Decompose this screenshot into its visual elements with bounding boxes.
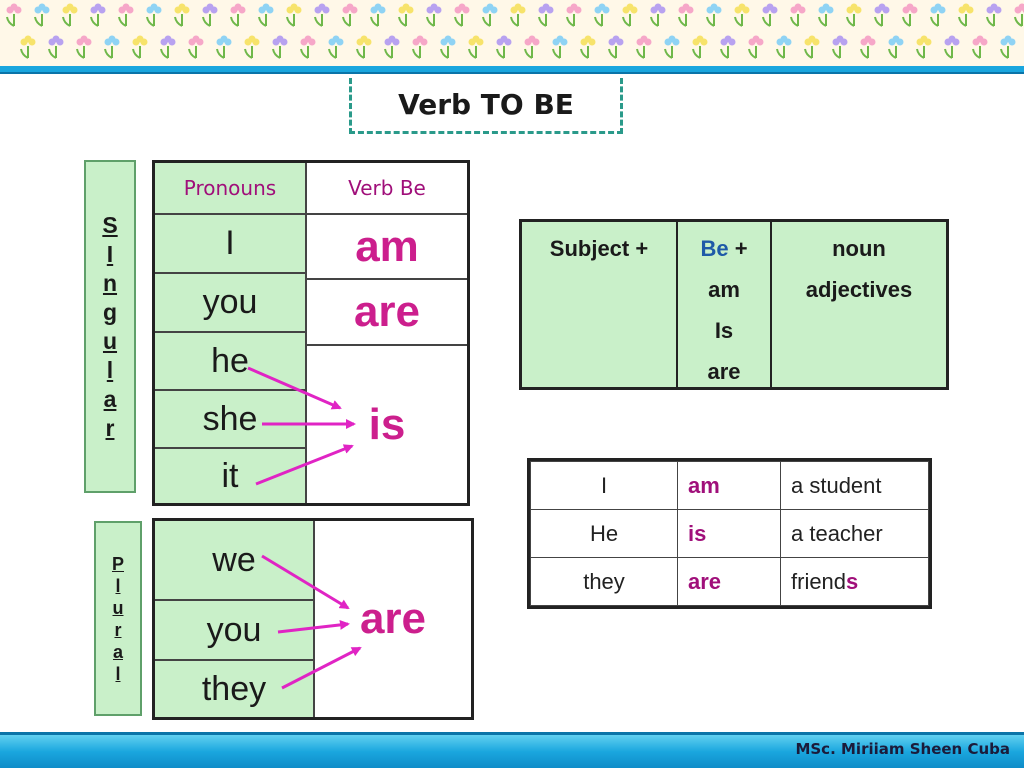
formula-be-heading: Be +	[700, 228, 747, 269]
arrow-he-to-is	[247, 366, 342, 410]
singular-letter: u	[102, 327, 118, 354]
plural-letter: l	[115, 575, 121, 596]
verb-be-header: Verb Be	[307, 163, 467, 215]
example-verb: is	[677, 509, 781, 558]
formula-subject: Subject +	[549, 236, 649, 261]
verb-are-plural: are	[315, 521, 471, 717]
plural-pronoun-table: we you they are	[152, 518, 474, 720]
example-subject: He	[530, 509, 678, 558]
flower-border-decoration	[0, 0, 1024, 74]
formula-complement-col: noun adjectives	[772, 222, 946, 387]
formula-adjectives: adjectives	[805, 277, 913, 302]
example-complement: a student	[780, 461, 929, 510]
formula-be-label: Be	[700, 236, 729, 261]
example-verb: am	[677, 461, 781, 510]
singular-letter: n	[102, 269, 118, 296]
pronoun-cell-she: she	[155, 391, 307, 449]
example-subject: I	[530, 461, 678, 510]
plural-letter: u	[112, 597, 124, 618]
arrow-it-to-is	[255, 444, 354, 486]
pronoun-cell-we: we	[155, 521, 315, 601]
example-row: they are friends	[530, 557, 929, 606]
plural-letter: a	[112, 641, 123, 662]
arrow-they-to-are	[281, 646, 362, 690]
pronoun-cell-i: I	[155, 215, 307, 274]
plural-letter: r	[114, 619, 122, 640]
formula-be-am: am	[708, 277, 740, 302]
example-complement-suffix: s	[846, 568, 859, 594]
be-formula-table: Subject + Be + am Is are noun adjectives	[519, 219, 949, 390]
singular-letter: l	[106, 356, 114, 383]
formula-be-are: are	[707, 359, 741, 384]
example-complement-main: friend	[791, 568, 847, 594]
plural-letter: l	[115, 663, 121, 684]
example-verb: are	[677, 557, 781, 606]
verb-am: am	[307, 215, 467, 280]
plural-letter: P	[111, 553, 124, 574]
example-row: I am a student	[530, 461, 929, 510]
footer-author: MSc. Miriiam Sheen Cuba	[795, 740, 1010, 758]
formula-be-is: Is	[714, 318, 734, 343]
formula-noun: noun	[832, 236, 886, 261]
arrow-you-to-are	[277, 619, 350, 634]
singular-letter: r	[105, 414, 115, 441]
example-complement: friends	[780, 557, 929, 606]
example-subject: they	[530, 557, 678, 606]
formula-be-plus: +	[728, 236, 748, 261]
pronoun-cell-it: it	[155, 449, 307, 503]
pronouns-header: Pronouns	[155, 163, 307, 215]
singular-pronoun-table: Pronouns Verb Be I you he she it am are …	[152, 160, 470, 506]
example-row: He is a teacher	[530, 509, 929, 558]
arrow-we-to-are	[261, 554, 350, 610]
singular-letter: I	[106, 240, 114, 267]
page-title: Verb TO BE	[349, 78, 623, 134]
footer-bar	[0, 732, 1024, 768]
pronoun-cell-you: you	[155, 274, 307, 333]
pronoun-cell-they: they	[155, 661, 315, 717]
examples-table: I am a student He is a teacher they are …	[527, 458, 932, 609]
formula-be-col: Be + am Is are	[678, 222, 770, 387]
verb-are: are	[307, 280, 467, 346]
singular-letter: a	[103, 385, 117, 412]
formula-subject-col: Subject +	[522, 222, 676, 387]
singular-letter: S	[102, 211, 118, 238]
example-complement: a teacher	[780, 509, 929, 558]
singular-letter: g	[102, 298, 118, 325]
